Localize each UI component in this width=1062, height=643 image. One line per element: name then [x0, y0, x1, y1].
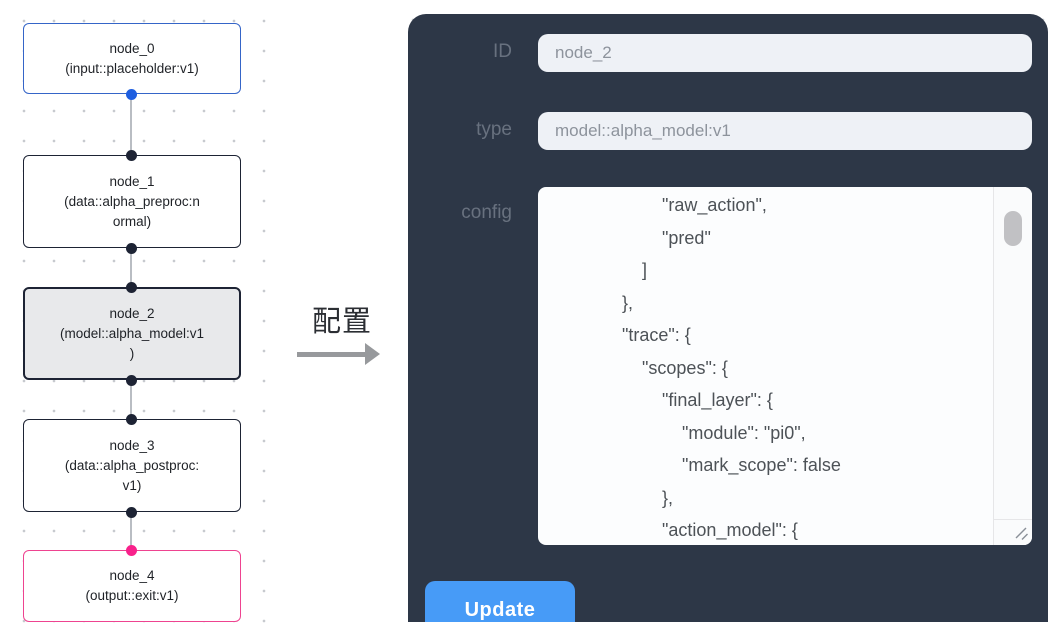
flow-node-node_4[interactable]: node_4(output::exit:v1) [23, 550, 241, 622]
scrollbar-thumb[interactable] [1004, 211, 1022, 246]
node-config-panel: ID type config "raw_action", "pred" ] },… [408, 14, 1048, 622]
node-title: node_2 [109, 305, 155, 321]
port-dot[interactable] [125, 242, 137, 254]
port-dot[interactable] [125, 149, 137, 161]
node-subtitle-line: v1) [122, 477, 142, 493]
node-subtitle-line: (input::placeholder:v1) [65, 60, 199, 76]
port-dot[interactable] [125, 374, 137, 386]
port-dot[interactable] [125, 281, 137, 293]
scrollbar-track[interactable] [993, 187, 1032, 545]
node-title: node_0 [109, 40, 155, 56]
config-textarea[interactable]: "raw_action", "pred" ] }, "trace": { "sc… [538, 187, 1032, 545]
node-subtitle-line: (data::alpha_postproc: [64, 457, 200, 473]
resize-handle-icon[interactable] [1013, 525, 1029, 541]
port-dot[interactable] [125, 413, 137, 425]
port-dot[interactable] [125, 88, 137, 100]
node-title: node_1 [109, 173, 155, 189]
type-input[interactable] [538, 112, 1032, 150]
arrow-head [365, 343, 380, 365]
flow-edge [130, 248, 132, 287]
config-json-text: "raw_action", "pred" ] }, "trace": { "sc… [622, 195, 841, 540]
flow-graph: node_0(input::placeholder:v1)node_1(data… [0, 0, 300, 643]
type-field-label: type [476, 119, 512, 140]
scrollbar-corner-divider [993, 519, 1032, 520]
node-subtitle-line: (data::alpha_preproc:n [64, 193, 200, 209]
update-button[interactable]: Update [425, 581, 575, 622]
node-subtitle-line: (model::alpha_model:v1 [59, 325, 205, 341]
flow-edge [130, 380, 132, 419]
flow-edge [130, 512, 132, 550]
transfer-label: 配置 [311, 306, 372, 338]
arrow-shaft [297, 352, 367, 357]
id-input[interactable] [538, 34, 1032, 72]
node-subtitle-line: (output::exit:v1) [85, 588, 179, 603]
node-subtitle-line: ormal) [112, 213, 152, 229]
flow-node-node_3[interactable]: node_3(data::alpha_postproc:v1) [23, 419, 241, 512]
flow-node-node_2[interactable]: node_2(model::alpha_model:v1) [23, 287, 241, 380]
transfer-annotation: 配置 [294, 298, 390, 367]
node-subtitle-line: ) [129, 345, 135, 361]
config-field-label: config [461, 202, 512, 223]
node-title: node_4 [109, 568, 155, 583]
arrow-right-icon [294, 343, 390, 367]
port-dot[interactable] [125, 544, 137, 556]
id-field-label: ID [493, 41, 512, 62]
port-dot[interactable] [125, 506, 137, 518]
flow-edge [130, 94, 132, 155]
flow-node-node_0[interactable]: node_0(input::placeholder:v1) [23, 23, 241, 94]
node-title: node_3 [109, 437, 155, 453]
